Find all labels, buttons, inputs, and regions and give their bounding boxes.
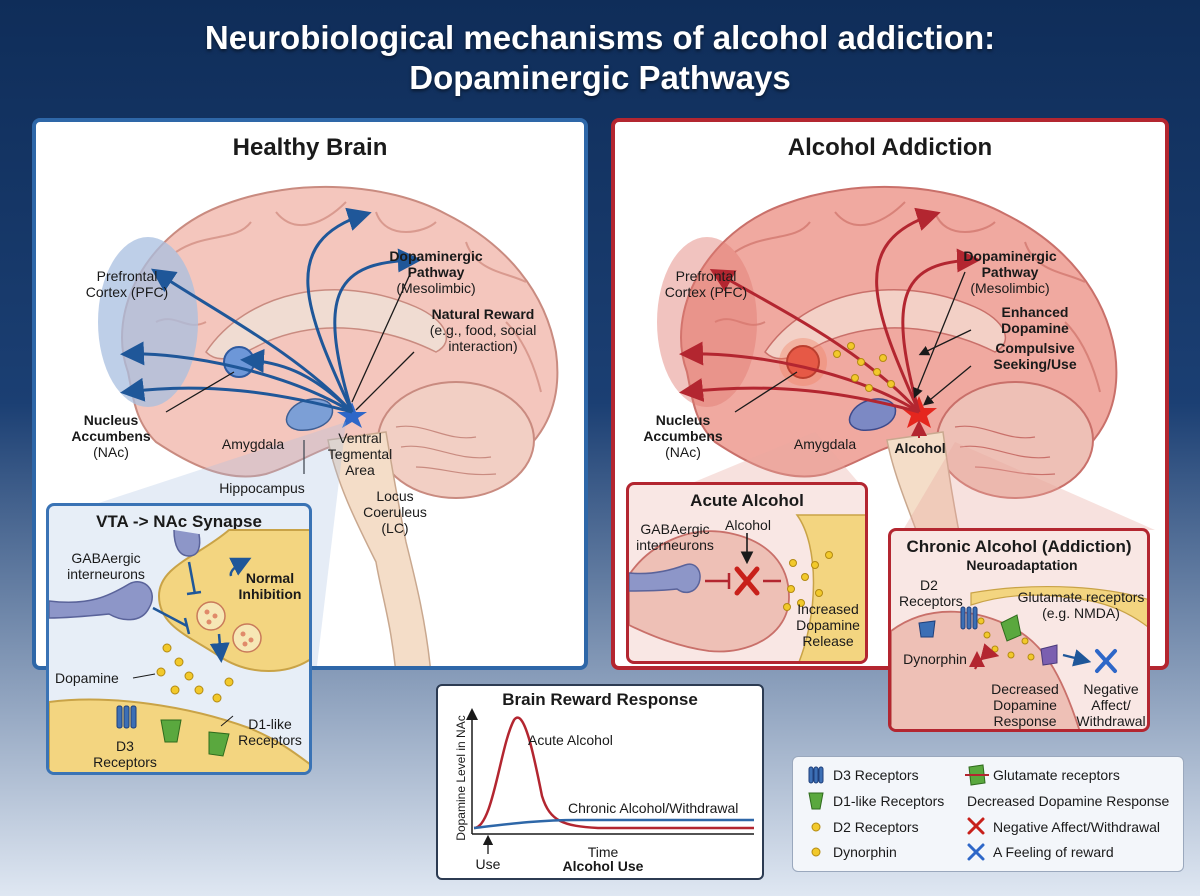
legend-dynorphin: Dynorphin [833,844,897,860]
blue-x-icon [967,843,985,861]
chronic-d2-label: D2 Receptors [899,577,963,609]
acute-alcohol-label: Alcohol [725,517,771,533]
acute-illustration [629,514,865,661]
addiction-pathway-label: Dopaminergic Pathway [963,248,1057,280]
synapse-inhibition-label: Normal Inhibition [238,570,302,602]
d3-receptor-icon [808,766,824,784]
acute-gaba-label: GABAergic interneurons [636,521,714,553]
chronic-illustration [891,585,1147,729]
d1-receptor-icon [808,792,824,810]
healthy-amygdala [285,398,334,431]
legend: D3 Receptors Glutamate receptors D1-like… [792,756,1184,872]
chronic-title: Chronic Alcohol (Addiction) [906,537,1132,556]
chronic-dynorphin-receptor [918,620,936,638]
healthy-pathway-label: Dopaminergic Pathway [389,248,483,280]
legend-d1: D1-like Receptors [833,793,945,809]
legend-decreased: Decreased Dopamine Response [967,793,1170,809]
addiction-nac-abbr: (NAc) [665,444,701,460]
graph-time-label: Time [587,844,619,860]
chronic-alcohol-inset: Chronic Alcohol (Addiction) Neuroadaptat… [888,528,1150,732]
healthy-reward-label: Natural Reward [431,306,535,322]
healthy-panel-title: Healthy Brain [232,134,388,161]
synapse-title: VTA -> NAc Synapse [96,512,262,531]
postsynaptic-membrane [49,698,309,772]
d2-dot-icon [811,822,821,832]
glutamate-receptor-icon [965,764,989,786]
title-line-1: Neurobiological mechanisms of alcohol ad… [204,19,996,56]
graph-plot [466,708,754,854]
synapse-d1-receptors [160,719,230,757]
chronic-dynorphin-label: Dynorphin [903,651,967,667]
addiction-pfc-region [657,237,757,407]
chronic-negative-x [1095,649,1117,673]
dynorphin-dot-icon [811,847,821,857]
healthy-pathway-sub: (Mesolimbic) [396,280,476,296]
presynaptic-terminal [157,529,309,672]
addiction-nac-label: Nucleus Accumbens [643,412,723,444]
graph-acute-label: Acute Alcohol [528,732,613,748]
graph-chronic-label: Chronic Alcohol/Withdrawal [568,800,739,816]
addiction-compulsive-label: Compulsive Seeking/Use [993,340,1077,372]
healthy-amygdala-label: Amygdala [221,436,285,452]
red-x-icon [967,817,985,835]
graph-ylabel: Dopamine Level in NAc [454,715,468,841]
healthy-vta-label: Ventral Tegmental Area [327,430,393,478]
acute-gaba-neuron [629,563,701,594]
graph-xlabel: Alcohol Use [562,858,644,874]
healthy-hippocampus-label: Hippocampus [219,480,305,496]
synapse-d1-label: D1-like Receptors [238,716,302,748]
chronic-negative-label: Negative Affect/ Withdrawal [1076,681,1146,729]
healthy-nac-label: Nucleus Accumbens [71,412,151,444]
synapse-dopamine-label: Dopamine [55,670,119,686]
addiction-pfc-label: Prefrontal Cortex (PFC) [664,268,748,300]
legend-icons [808,764,989,861]
addiction-dopamine-dots [833,342,895,392]
acute-dopamine-dots [783,551,833,611]
acute-title: Acute Alcohol [690,491,804,510]
synapse-d3-receptor [116,705,137,729]
chronic-glutamate-receptor [1000,614,1022,642]
chronic-glutamate-label: Glutamate receptors (e.g. NMDA) [1017,589,1145,621]
synapse-dopamine-dots [156,643,234,703]
acute-release-label: Increased Dopamine Release [796,601,860,649]
acute-alcohol-inset: Acute Alcohol GABAergic interneurons Alc… [626,482,868,664]
addiction-alcohol-label: Alcohol [894,440,946,456]
page-title: Neurobiological mechanisms of alcohol ad… [0,18,1200,98]
healthy-reward-sub: (e.g., food, social interaction) [429,322,537,354]
legend-d2: D2 Receptors [833,819,919,835]
reward-response-graph: Brain Reward Response Dopamine Level in … [436,684,764,880]
synapse-gaba-label: GABAergic interneurons [67,550,145,582]
synapse-illustration [49,529,309,772]
addiction-amygdala [848,398,897,431]
addiction-enhanced-label: Enhanced Dopamine [1001,304,1069,336]
healthy-nac [223,346,255,378]
graph-title: Brain Reward Response [502,690,698,709]
acute-block-x [734,566,760,596]
synapse-inset: VTA -> NAc Synapse [46,503,312,775]
legend-negative: Negative Affect/Withdrawal [993,819,1161,835]
chronic-other-receptor [1040,644,1058,666]
legend-glutamate: Glutamate receptors [993,767,1120,783]
synapse-d3-label: D3 Receptors [93,738,157,770]
chronic-d2-receptor [960,606,978,630]
healthy-nac-abbr: (NAc) [93,444,129,460]
legend-reward: A Feeling of reward [993,844,1114,860]
healthy-brainstem [327,431,431,666]
healthy-lc-label: Locus Coeruleus (LC) [363,488,427,536]
legend-d3: D3 Receptors [833,767,919,783]
synapse-gaba-neuron [49,581,153,621]
healthy-vta-star [337,402,367,428]
chronic-subtitle: Neuroadaptation [966,557,1078,573]
addiction-panel-title: Alcohol Addiction [787,134,993,161]
chronic-decreased-label: Decreased Dopamine Response [991,681,1059,729]
healthy-pfc-region [98,237,198,407]
graph-use-label: Use [475,856,501,872]
healthy-cerebellum [377,381,535,499]
healthy-pfc-label: Prefrontal Cortex (PFC) [85,268,169,300]
addiction-pathway-sub: (Mesolimbic) [970,280,1050,296]
graph-chronic-curve [473,818,754,830]
addiction-amygdala-label: Amygdala [793,436,857,452]
title-line-2: Dopaminergic Pathways [409,59,791,96]
